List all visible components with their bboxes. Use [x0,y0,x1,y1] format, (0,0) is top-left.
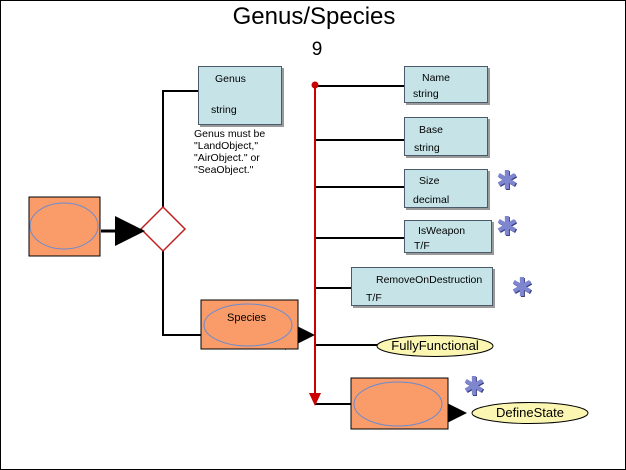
attribute-size-label: Size [419,175,440,187]
genus-box: Genus string [198,66,282,125]
species-label: Species [227,312,267,324]
slide-number: 9 [311,39,323,60]
asterisk-icon: ✱ [511,272,533,302]
attribute-box-removeondestruction: RemoveOnDestruction T/F [351,267,493,306]
attribute-removeondestruction-type: T/F [366,292,382,304]
attribute-box-size: Size decimal [404,169,488,208]
genus-type: string [211,104,237,116]
attribute-isweapon-type: T/F [414,240,430,252]
attribute-box-name: Name string [404,66,488,103]
attribute-removeondestruction-label: RemoveOnDestruction [376,274,483,286]
diamond-icon [139,205,187,253]
state-fullyfunctional-label: FullyFunctional [391,338,479,353]
state-definestate-label: DefineState [496,405,564,420]
object-icon-left [28,196,101,257]
state-definestate [471,402,589,424]
trunk-start-dot [311,81,319,89]
attribute-isweapon-label: IsWeapon [418,225,466,237]
species-object [200,299,299,350]
genus-note: Genus must be "LandObject," "AirObject."… [194,128,266,176]
trunk-arrowhead [309,393,321,406]
genus-name: Genus [215,73,246,85]
asterisk-icon: ✱ [496,211,518,241]
attribute-name-type: string [413,88,439,100]
slide-title: Genus/Species [232,3,396,30]
attribute-name-label: Name [422,72,451,84]
object-icon-bottom [350,377,449,430]
attribute-box-isweapon: IsWeapon T/F [404,220,492,253]
attribute-base-label: Base [419,124,443,136]
asterisk-icon: ✱ [496,165,518,195]
state-fullyfunctional [376,335,494,357]
attribute-size-type: decimal [413,194,450,206]
attribute-base-type: string [414,142,440,154]
attribute-box-base: Base string [404,117,488,156]
asterisk-icon: ✱ [463,371,485,401]
